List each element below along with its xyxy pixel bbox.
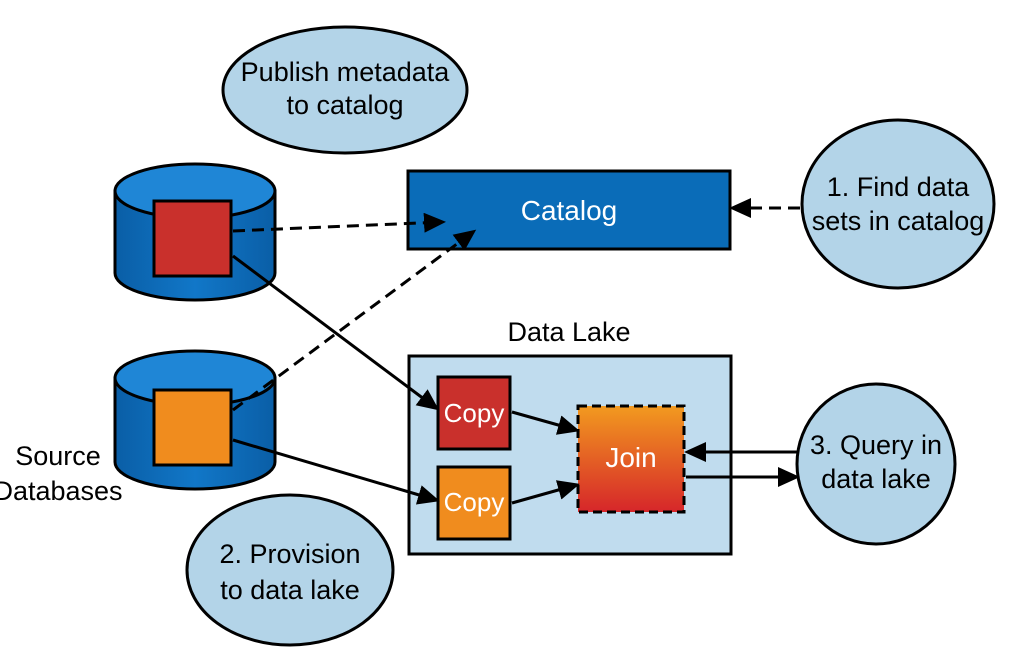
copy-to-join-arrow-bottom — [511, 480, 580, 505]
publish-metadata-bubble: Publish metadata to catalog — [221, 25, 469, 155]
catalog-box: Catalog — [406, 169, 732, 251]
copy-box-orange: Copy — [436, 465, 512, 541]
provision-bubble-line2: to data lake — [220, 575, 360, 605]
query-bubble-line1: 3. Query in — [810, 430, 942, 460]
source-label-line1: Source — [15, 441, 101, 471]
copy-bottom-label: Copy — [444, 487, 505, 517]
publish-arrow-red — [232, 212, 446, 233]
source-database-red — [113, 162, 277, 302]
provision-arrow-orange — [232, 438, 440, 505]
red-dataset-square — [152, 199, 233, 278]
copy-to-join-arrow-top — [511, 410, 580, 435]
publish-bubble-line2: to catalog — [286, 90, 403, 120]
source-label-line2: Databases — [0, 476, 123, 506]
join-box: Join — [576, 404, 686, 514]
copy-box-red: Copy — [436, 375, 512, 451]
orange-dataset-square — [152, 388, 233, 467]
publish-bubble-line1: Publish metadata — [241, 57, 451, 87]
provision-bubble: 2. Provision to data lake — [185, 493, 395, 647]
source-database-orange — [113, 349, 277, 491]
copy-top-label: Copy — [444, 398, 505, 428]
publish-arrow-orange — [232, 229, 477, 412]
find-data-bubble: 1. Find data sets in catalog — [800, 118, 996, 290]
find-bubble-line1: 1. Find data — [827, 172, 971, 202]
find-bubble-line2: sets in catalog — [812, 206, 985, 236]
data-lake-title: Data Lake — [507, 317, 630, 347]
join-label: Join — [605, 442, 656, 473]
query-bubble-line2: data lake — [821, 464, 931, 494]
query-bubble: 3. Query in data lake — [795, 382, 957, 546]
catalog-label: Catalog — [521, 195, 618, 226]
provision-bubble-line1: 2. Provision — [219, 539, 360, 569]
provision-arrow-red — [232, 254, 440, 411]
